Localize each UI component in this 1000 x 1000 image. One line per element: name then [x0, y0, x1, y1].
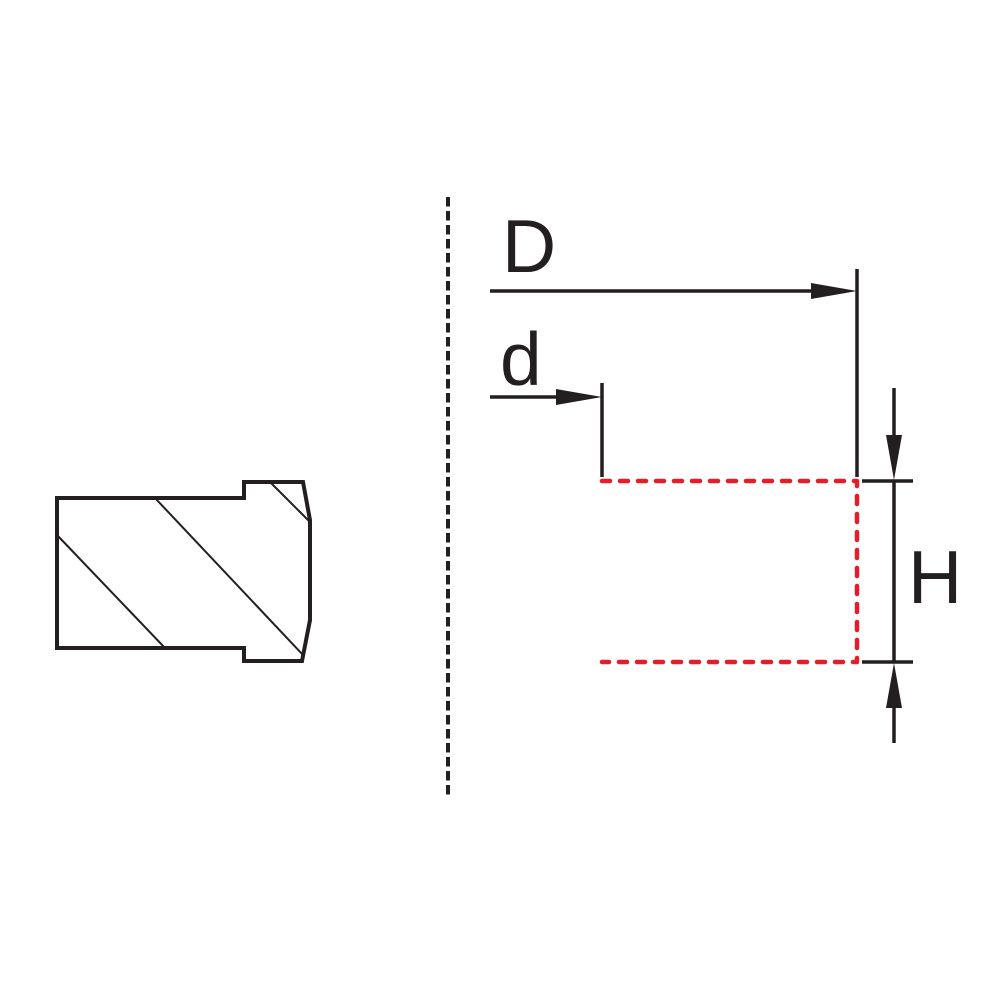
seal-cross-section — [55, 480, 312, 663]
dimension-groove-height: H — [862, 388, 962, 743]
groove-outline — [599, 478, 860, 665]
outer-diameter-arrowhead — [811, 283, 857, 299]
seal-profile-outline — [55, 480, 312, 663]
hatch-line — [154, 497, 304, 656]
height-lower-arrowhead — [886, 663, 902, 708]
groove-height-label: H — [908, 535, 962, 619]
dimension-outer-diameter: D — [490, 204, 859, 477]
hatch-line — [269, 481, 310, 522]
inner-diameter-arrowhead — [556, 389, 602, 405]
inner-diameter-label: d — [500, 317, 542, 401]
height-upper-arrowhead — [886, 435, 902, 480]
hatch-line — [56, 534, 166, 649]
outer-diameter-label: D — [502, 204, 556, 288]
dimension-inner-diameter: d — [490, 317, 604, 477]
